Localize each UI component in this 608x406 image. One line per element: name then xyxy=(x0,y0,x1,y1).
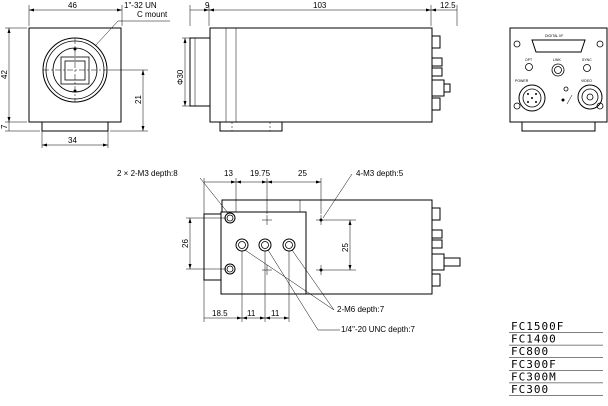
side-view: 9 103 12.5 Φ30 xyxy=(176,1,458,132)
model-name: FC300 xyxy=(511,383,549,396)
model-name: FC800 xyxy=(511,345,549,358)
rear-header-label: DIGITAL I/F xyxy=(545,34,563,38)
tap-4m3-label: 4-M3 depth:5 xyxy=(356,169,404,178)
power-connector xyxy=(518,84,546,112)
dim-34: 34 xyxy=(68,136,77,145)
dim-18-5: 18.5 xyxy=(212,309,228,318)
mounting-plate xyxy=(220,211,307,295)
video-connector xyxy=(577,84,603,110)
dim-12-5: 12.5 xyxy=(440,1,456,10)
rear-base xyxy=(521,121,596,132)
model-name: FC300F xyxy=(511,358,557,371)
front-view: 46 1"-32 UN C mount 42 7 xyxy=(0,1,170,148)
front-base xyxy=(41,121,109,132)
rear-opt-label: OPT xyxy=(525,58,533,62)
tap-2m3-label: 2 × 2-M3 depth:8 xyxy=(117,169,178,178)
dim-26: 26 xyxy=(181,239,190,248)
tap-unc-label: 1/4"-20 UNC depth:7 xyxy=(341,325,416,334)
dim-19-75: 19.75 xyxy=(250,169,271,178)
dim-21: 21 xyxy=(134,95,143,104)
dim-103: 103 xyxy=(313,1,327,10)
model-name: FC300M xyxy=(511,370,557,383)
dim-13: 13 xyxy=(224,169,233,178)
digital-if-connector xyxy=(531,39,586,53)
dim-25-right: 25 xyxy=(341,243,350,252)
bottom-view: 13 19.75 25 2 × 2-M3 depth:8 4-M3 depth:… xyxy=(117,169,461,334)
mount-type-label: C mount xyxy=(137,10,168,19)
side-body xyxy=(209,27,433,123)
dim-46: 46 xyxy=(68,1,77,10)
rear-power-label: POWER xyxy=(515,79,529,83)
rear-link-label: LINK xyxy=(553,58,561,62)
dim-9: 9 xyxy=(205,1,210,10)
dim-dia30: Φ30 xyxy=(176,69,185,85)
dim-42: 42 xyxy=(0,70,9,79)
tap-2m6-label: 2-M6 depth:7 xyxy=(337,305,385,314)
model-name: FC1400 xyxy=(511,333,557,346)
rear-body xyxy=(509,27,608,123)
side-lens xyxy=(189,37,211,107)
rear-view: DIGITAL I/F OPT LINK SYNC POWER VIDEO xyxy=(509,27,608,132)
model-name: FC1500F xyxy=(511,320,564,333)
dim-11b: 11 xyxy=(271,309,280,318)
dim-11a: 11 xyxy=(247,309,256,318)
dim-7: 7 xyxy=(0,124,9,129)
rear-video-label: VIDEO xyxy=(581,79,592,83)
dim-25-top: 25 xyxy=(298,169,307,178)
bottom-lens xyxy=(203,213,223,281)
rear-sync-label: SYNC xyxy=(582,58,592,62)
mount-thread-label: 1"-32 UN xyxy=(124,1,157,10)
side-base xyxy=(219,121,283,132)
